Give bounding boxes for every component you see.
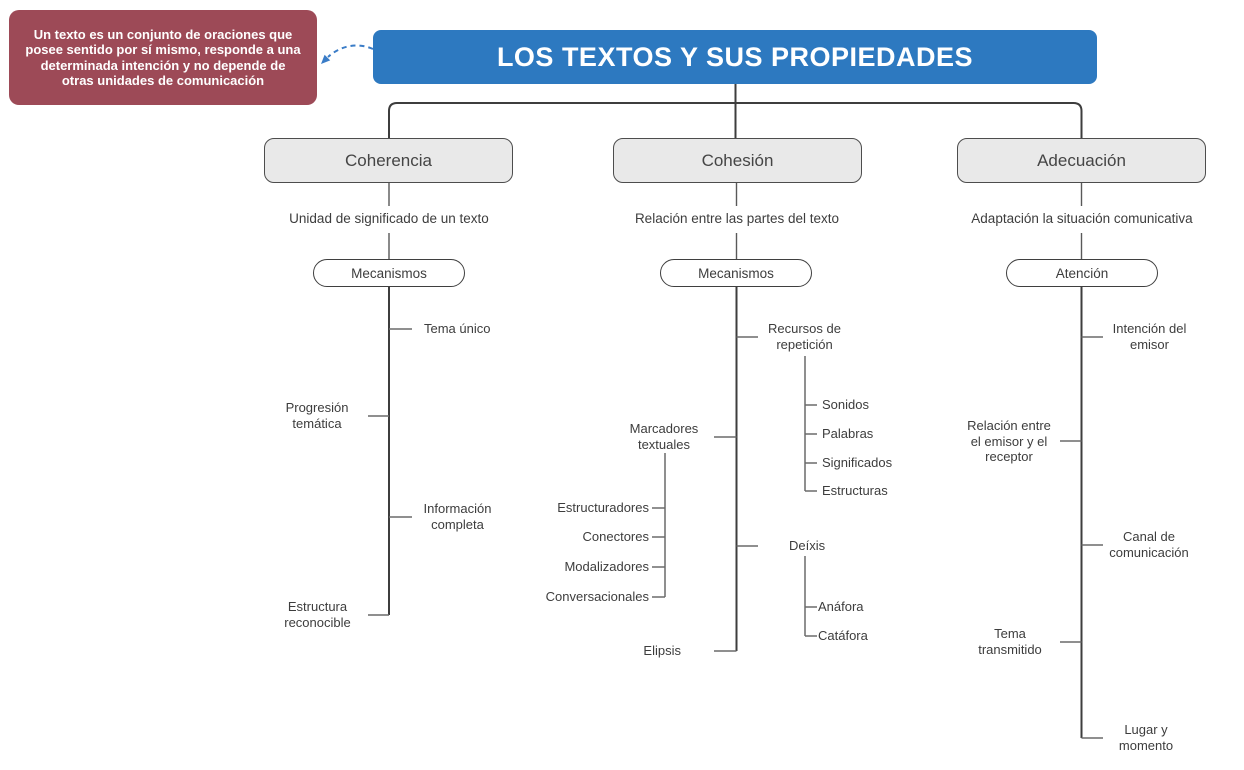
cohesion-tree-lines	[652, 336, 817, 652]
group-pill-coherencia-label: Mecanismos	[351, 265, 427, 281]
tree-item-significados: Significados	[822, 455, 893, 470]
branch-node-coherencia: Coherencia	[264, 138, 513, 183]
branch-node-adecuacion: Adecuación	[957, 138, 1206, 183]
definition-arrow	[321, 44, 374, 64]
tree-item-tema-unico: Tema único	[424, 321, 491, 336]
branch-title-coherencia: Coherencia	[345, 150, 432, 170]
group-pill-adecuacion-label: Atención	[1055, 265, 1109, 281]
root-title: LOS TEXTOS Y SUS PROPIEDADES	[496, 41, 974, 72]
tree-item-canal-comunicacion: Canal de comunicación	[1109, 529, 1189, 560]
tree-item-progresion-tematica: Progresión temática	[285, 400, 349, 431]
tree-item-anafora: Anáfora	[818, 599, 864, 614]
group-pill-cohesion-label: Mecanismos	[698, 265, 774, 281]
tree-item-sonidos: Sonidos	[822, 397, 869, 412]
tree-item-estructuradores: Estructuradores	[557, 500, 649, 515]
tree-item-informacion-completa: Información completa	[423, 501, 492, 532]
tree-item-elipsis: Elipsis	[643, 643, 681, 658]
tree-item-tema-transmitido: Tema transmitido	[978, 626, 1042, 657]
tree-item-conversacionales: Conversacionales	[545, 589, 649, 604]
definition-callout: Un texto es un conjunto de oraciones que…	[9, 10, 317, 105]
arrow-head	[321, 54, 331, 64]
group-pill-coherencia: Mecanismos	[313, 259, 465, 287]
top-connector	[388, 84, 1083, 138]
definition-text: Un texto es un conjunto de oraciones que…	[25, 26, 301, 89]
adecuacion-tree-lines	[1060, 336, 1103, 739]
tree-trunks	[388, 287, 1083, 738]
tree-item-catafora: Catáfora	[818, 628, 868, 643]
branch-description-cohesion: Relación entre las partes del texto	[634, 211, 840, 226]
tree-item-marcadores-textuales: Marcadores textuales	[629, 421, 699, 452]
tree-item-intencion-emisor: Intención del emisor	[1112, 321, 1187, 352]
tree-item-lugar-momento: Lugar y momento	[1118, 722, 1174, 753]
branch-description-adecuacion: Adaptación la situación comunicativa	[971, 211, 1193, 226]
branch-title-cohesion: Cohesión	[701, 150, 774, 170]
tree-item-recursos-repeticion: Recursos de repetición	[768, 321, 841, 352]
group-pill-cohesion: Mecanismos	[660, 259, 812, 287]
tree-item-palabras: Palabras	[822, 426, 874, 441]
branch-title-adecuacion: Adecuación	[1037, 150, 1126, 170]
tree-item-estructura-reconocible: Estructura reconocible	[284, 599, 351, 630]
group-pill-adecuacion: Atención	[1006, 259, 1158, 287]
branch-stem-lines	[388, 183, 1083, 259]
tree-item-deixis: Deíxis	[789, 538, 826, 553]
root-node: LOS TEXTOS Y SUS PROPIEDADES	[373, 30, 1097, 84]
branch-description-coherencia: Unidad de significado de un texto	[289, 211, 489, 226]
coherencia-tree-lines	[368, 328, 412, 616]
tree-item-estructuras: Estructuras	[822, 483, 888, 498]
tree-item-modalizadores: Modalizadores	[564, 559, 649, 574]
tree-item-conectores: Conectores	[582, 529, 649, 544]
branch-node-cohesion: Cohesión	[613, 138, 862, 183]
tree-item-relacion-emisor-receptor: Relación entre el emisor y el receptor	[967, 418, 1051, 464]
